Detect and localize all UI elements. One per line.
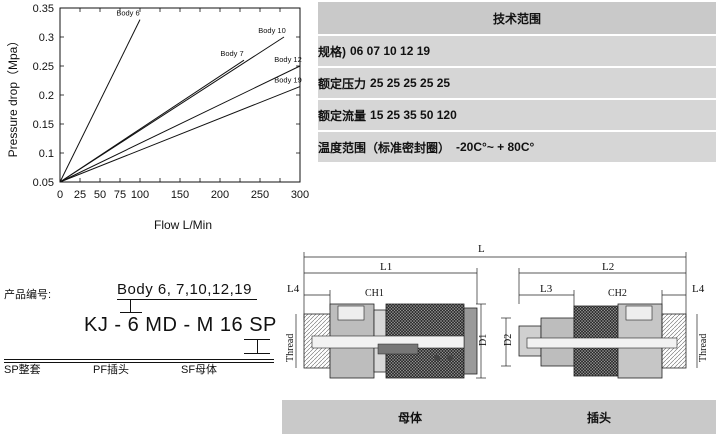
caption-female-body: 母体 (398, 411, 423, 425)
dimension-label-L4: L4 (692, 283, 705, 295)
spec-value: 15 25 35 50 120 (370, 108, 457, 122)
chart-y-axis-label: Pressure drop（Mpa） (6, 35, 20, 158)
spec-table: 技术范围 规格) 06 07 10 12 19 额定压力 25 25 25 25… (318, 2, 716, 164)
dimension-label-CH2: CH2 (608, 288, 627, 299)
dimension-label-L2: L2 (602, 261, 614, 273)
chart-series-label: Body 19 (274, 76, 302, 85)
chart-series-label: Body 12 (274, 55, 302, 64)
chart-x-tick-label: 0 (57, 189, 63, 201)
spec-row-temperature: 温度范围（标准密封圈） -20C°~ + 80C° (318, 132, 716, 164)
chart-x-tick-label: 100 (131, 189, 149, 201)
dimension-label-L1: L1 (380, 261, 392, 273)
spec-row-flow: 额定流量 15 25 35 50 120 (318, 100, 716, 132)
code-baseline (4, 359, 274, 360)
chart-series-line (59, 19, 141, 183)
spec-label: 额定流量 (318, 108, 367, 123)
dimension-label-L4: L4 (287, 283, 300, 295)
chart-x-tick-label: 25 (74, 189, 86, 201)
female-coupler-body (303, 303, 478, 379)
code-connector (244, 353, 270, 354)
spec-row-size: 规格) 06 07 10 12 19 (318, 36, 716, 68)
chart-series-label: Body 7 (220, 49, 243, 58)
spec-row-pressure: 额定压力 25 25 25 25 25 (318, 68, 716, 100)
product-type: SF母体 (181, 364, 218, 376)
chart-x-axis-label: Flow L/Min (154, 218, 212, 232)
chart-series-label: Body 10 (258, 26, 286, 35)
product-code-body-line: Body 6, 7,10,12,19 (117, 281, 252, 298)
code-connector (130, 300, 131, 313)
dimension-label-L3: L3 (540, 283, 553, 295)
code-connector (257, 340, 258, 354)
chart-series-line (59, 65, 301, 183)
chart-series-label: Body 6 (116, 9, 139, 18)
chart-x-tick-label: 250 (251, 189, 269, 201)
caption-male-plug: 插头 (587, 411, 612, 425)
chart-y-tick-label: 0.25 (33, 61, 54, 73)
product-code-main: KJ - 6 MD - M 16 SP (84, 314, 277, 336)
pressure-drop-chart: 0 25 50 75 100 150 200 250 300 0.05 0.1 0.15 0.2 0.25… (6, 3, 310, 232)
code-underline (244, 339, 270, 340)
chart-y-tick-label: 0.1 (39, 148, 54, 160)
chart-x-tick-label: 300 (291, 189, 309, 201)
product-type: SP整套 (4, 364, 41, 376)
chart-series-line (59, 59, 245, 183)
code-baseline (4, 362, 274, 363)
product-type: PF插头 (93, 364, 130, 376)
chart-y-tick-label: 0.35 (33, 3, 54, 15)
chart-series-group: Body 6 Body 10 Body 7 Body 12 Body 19 (59, 9, 302, 183)
code-underline (117, 299, 257, 300)
chart-y-tick-label: 0.05 (33, 177, 54, 189)
code-connector (120, 312, 142, 313)
spec-label: 温度范围（标准密封圈） (318, 140, 451, 155)
dimension-label-thread: Thread (285, 334, 296, 362)
dimension-label-D2: D2 (503, 334, 514, 346)
chart-x-tick-label: 150 (171, 189, 189, 201)
product-code-label: 产品编号: (4, 289, 52, 301)
chart-x-tick-label: 50 (94, 189, 106, 201)
chart-ticks: 0 25 50 75 100 150 200 250 300 0.05 0.1 0.15 0.2 0.25… (33, 3, 310, 201)
spec-value: 25 25 25 25 25 (370, 76, 451, 90)
chart-series-line (59, 86, 301, 183)
coupling-technical-drawing: L L1 L2 L3 L4 L4 CH1 CH2 D1 D2 Thread Th… (285, 243, 709, 379)
product-code-section: 产品编号: Body 6, 7,10,12,19 KJ - 6 MD - M 1… (0, 250, 285, 434)
chart-x-tick-label: 200 (211, 189, 229, 201)
male-plug-body (518, 303, 687, 379)
dimension-label-L: L (478, 243, 485, 255)
chart-y-tick-label: 0.15 (33, 119, 54, 131)
chart-y-tick-label: 0.3 (39, 32, 54, 44)
spec-table-title: 技术范围 (318, 2, 716, 36)
dimension-label-D1: D1 (478, 334, 489, 346)
spec-label: 规格) (318, 44, 346, 59)
chart-y-tick-label: 0.2 (39, 90, 54, 102)
dimension-label-CH1: CH1 (365, 288, 384, 299)
spec-value: -20C°~ + 80C° (456, 140, 535, 154)
drawing-caption-bar: 母体 插头 (282, 400, 716, 434)
chart-x-tick-label: 75 (114, 189, 126, 201)
spec-label: 额定压力 (318, 76, 367, 91)
dimension-label-thread: Thread (698, 334, 709, 362)
spec-value: 06 07 10 12 19 (350, 44, 431, 58)
